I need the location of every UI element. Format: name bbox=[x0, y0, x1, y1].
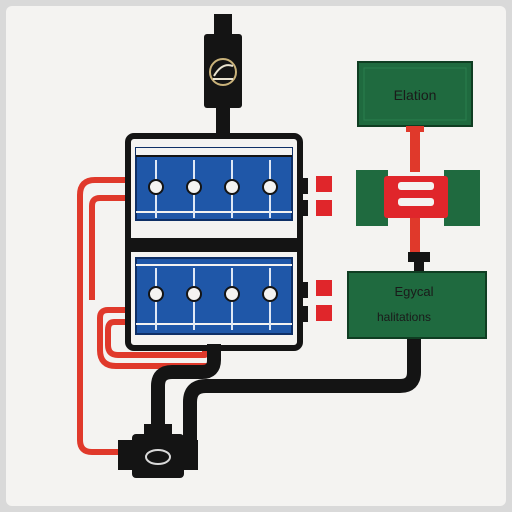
control-panel bbox=[125, 133, 303, 351]
dial-icon bbox=[186, 179, 202, 195]
dial-icon bbox=[224, 286, 240, 302]
lower-label-box: Egycal halitations bbox=[347, 271, 487, 339]
lower-box-label-line1: Egycal bbox=[394, 284, 433, 299]
valve-icon bbox=[118, 424, 198, 478]
dial-icon bbox=[262, 179, 278, 195]
small-connector bbox=[408, 252, 430, 272]
dial-icon bbox=[148, 179, 164, 195]
red-terminals bbox=[300, 176, 332, 322]
dial-icon bbox=[148, 286, 164, 302]
coupling-block bbox=[356, 170, 480, 226]
dial-icon bbox=[262, 286, 278, 302]
top-connector bbox=[204, 14, 242, 140]
red-connector bbox=[406, 126, 424, 254]
lower-box-label-line2: halitations bbox=[377, 310, 431, 324]
dial-icon bbox=[224, 179, 240, 195]
top-label-box: Elation bbox=[357, 61, 473, 127]
top-box-label: Elation bbox=[394, 87, 437, 103]
red-pipe-loop bbox=[77, 177, 217, 455]
black-pipe bbox=[151, 336, 421, 440]
dial-icon bbox=[186, 286, 202, 302]
